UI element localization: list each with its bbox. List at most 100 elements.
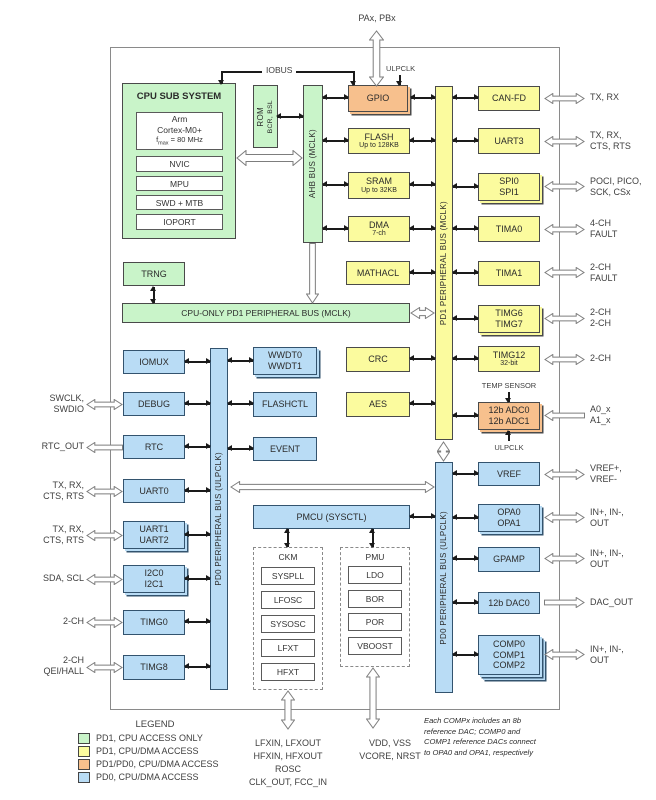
block-timg6-timg7: TIMG6 TIMG7: [478, 305, 540, 333]
pin-label-canfd: TX, RX: [590, 92, 620, 102]
ckm-pins-arrow: [281, 690, 295, 730]
pin-label-tima0: 4-CH FAULT: [590, 218, 618, 239]
block-uart0: UART0: [123, 479, 185, 503]
rtc-pd0-arrow: [184, 443, 211, 449]
gpio-ahb-arrow: [322, 94, 349, 100]
pin-label-uart3: TX, RX, CTS, RTS: [590, 130, 631, 151]
block-iomux: IOMUX: [123, 350, 185, 374]
tima0-pd1-arrow: [452, 225, 479, 231]
spi-pd1-arrow: [452, 183, 479, 189]
cpu-subsystem-title: CPU SUB SYSTEM: [136, 91, 222, 102]
sram-ahb-arrow: [322, 181, 349, 187]
block-gpio: GPIO: [348, 85, 408, 112]
pin-label-timg12: 2-CH: [590, 353, 612, 363]
aes-pd1-arrow: [409, 400, 436, 406]
debug-pd0-arrow: [184, 400, 211, 406]
flash-size: Up to 128KB: [359, 142, 399, 150]
block-adc0-adc1: 12b ADC0 12b ADC1: [478, 402, 540, 430]
timg8-pd0-arrow: [184, 663, 211, 669]
sram-size: Up to 32KB: [361, 186, 397, 194]
pin-arrow-timg0: [86, 617, 123, 628]
legend-label-pd0-cpu-dma: PD0, CPU/DMA ACCESS: [96, 772, 199, 782]
legend-label-pd1-cpu-dma: PD1, CPU/DMA ACCESS: [96, 746, 199, 756]
legend-swatch-pd1-pd0: [78, 759, 90, 770]
pmcu-pmu-arrow: [369, 528, 375, 548]
block-gpamp: GPAMP: [478, 547, 540, 572]
bus-pd0-left: PD0 PERIPHERAL BUS (ULPCLK): [210, 348, 228, 690]
vref-pd0-arrow: [452, 470, 479, 476]
rom-ahb-arrow: [276, 113, 304, 119]
pin-arrow-timg67: [544, 313, 585, 324]
bus-pd0-right-label: PD0 PERIPHERAL BUS (ULPCLK): [439, 510, 449, 645]
dac-pd0-arrow: [452, 599, 479, 605]
port-pax-pbx-label: PAx, PBx: [358, 13, 396, 23]
gpio-pd1-arrow: [410, 94, 436, 100]
pin-arrow-timg12: [544, 354, 585, 365]
ahb-cpuonly-arrow: [306, 243, 319, 304]
pin-label-timg8: 2-CH QEI/HALL: [43, 655, 84, 676]
pin-arrow-tima0: [544, 224, 585, 235]
adc-pd1-arrow: [452, 412, 479, 418]
pmu-pins-arrow: [366, 667, 380, 729]
rom-label: ROM: [256, 106, 266, 127]
block-syspll: SYSPLL: [261, 567, 315, 585]
sram-pd1-arrow: [409, 181, 436, 187]
trng-bus-arrow: [150, 286, 156, 304]
pd0-pd0-arrow: [230, 481, 435, 493]
block-tima0: TIMA0: [478, 216, 540, 242]
pin-arrow-opa: [544, 512, 585, 523]
pin-arrow-i2c: [86, 574, 123, 585]
block-uart1-uart2: UART1 UART2: [123, 521, 185, 549]
block-nvic: NVIC: [136, 156, 223, 172]
iobus-arrow-cpu: [218, 71, 224, 85]
block-ioport: IOPORT: [136, 214, 223, 230]
pin-label-tima1: 2-CH FAULT: [590, 262, 618, 283]
comp-pd0-arrow: [452, 651, 479, 657]
flashctl-pd0-arrow: [227, 400, 254, 406]
block-mpu: MPU: [136, 176, 223, 191]
pin-arrow-timg8: [86, 662, 123, 673]
flash-pd1-arrow: [409, 137, 436, 143]
temp-sensor-arrow: [505, 392, 511, 403]
block-tima1: TIMA1: [478, 261, 540, 286]
dma-label: DMA: [369, 219, 389, 230]
power-pins-label: VDD, VSS VCORE, NRST: [359, 738, 421, 761]
bus-cpu-only-pd1: CPU-ONLY PD1 PERIPHERAL BUS (MCLK): [122, 303, 410, 323]
block-arm-core: Arm Cortex-M0+ fmax = 80 MHz: [136, 112, 223, 150]
flash-ahb-arrow: [322, 137, 349, 143]
legend-swatch-pd1-cpu-only: [78, 733, 90, 744]
adc-ulpclk-label: ULPCLK: [494, 443, 524, 452]
block-vboost: VBOOST: [348, 637, 402, 655]
block-vref: VREF: [478, 462, 540, 486]
block-por: POR: [348, 613, 402, 631]
bus-pd0-left-label: PD0 PERIPHERAL BUS (ULPCLK): [214, 452, 224, 586]
dma-ahb-arrow: [322, 225, 349, 231]
arm-core-line1: Arm: [171, 114, 188, 125]
pin-label-adc: A0_x A1_x: [590, 404, 611, 425]
pin-label-vref: VREF+, VREF-: [590, 463, 622, 484]
bus-pd1: PD1 PERIPHERAL BUS (MCLK): [435, 86, 453, 440]
pin-label-timg67: 2-CH 2-CH: [590, 307, 612, 328]
block-debug: DEBUG: [123, 392, 185, 416]
uart3-pd1-arrow: [452, 137, 479, 143]
pmcu-ckm-arrow: [284, 528, 290, 548]
mathacl-pd1-arrow: [409, 269, 436, 275]
pd1-pd0-arrow: [437, 441, 450, 462]
pin-label-rtc-out: RTC_OUT: [41, 441, 84, 451]
block-pmcu-sysctl: PMCU (SYSCTL): [253, 505, 410, 529]
bus-pd1-label: PD1 PERIPHERAL BUS (MCLK): [439, 200, 449, 326]
pin-label-gpamp: IN+, IN-, OUT: [590, 548, 624, 569]
block-rom: ROM BCR, BSL: [253, 85, 278, 148]
block-mathacl: MATHACL: [346, 261, 410, 285]
sram-label: SRAM: [365, 176, 392, 187]
iobus-arrow-gpio: [350, 71, 356, 86]
pin-arrow-rtcout: [86, 442, 123, 453]
timg12-width: 32-bit: [500, 360, 518, 368]
block-spi0-spi1: SPI0 SPI1: [478, 173, 540, 201]
opa-pd0-arrow: [452, 514, 479, 520]
block-hfxt: HFXT: [261, 663, 315, 681]
pin-arrow-gpamp: [544, 553, 585, 564]
block-i2c0-i2c1: I2C0 I2C1: [123, 565, 185, 593]
canfd-pd1-arrow: [452, 94, 479, 100]
